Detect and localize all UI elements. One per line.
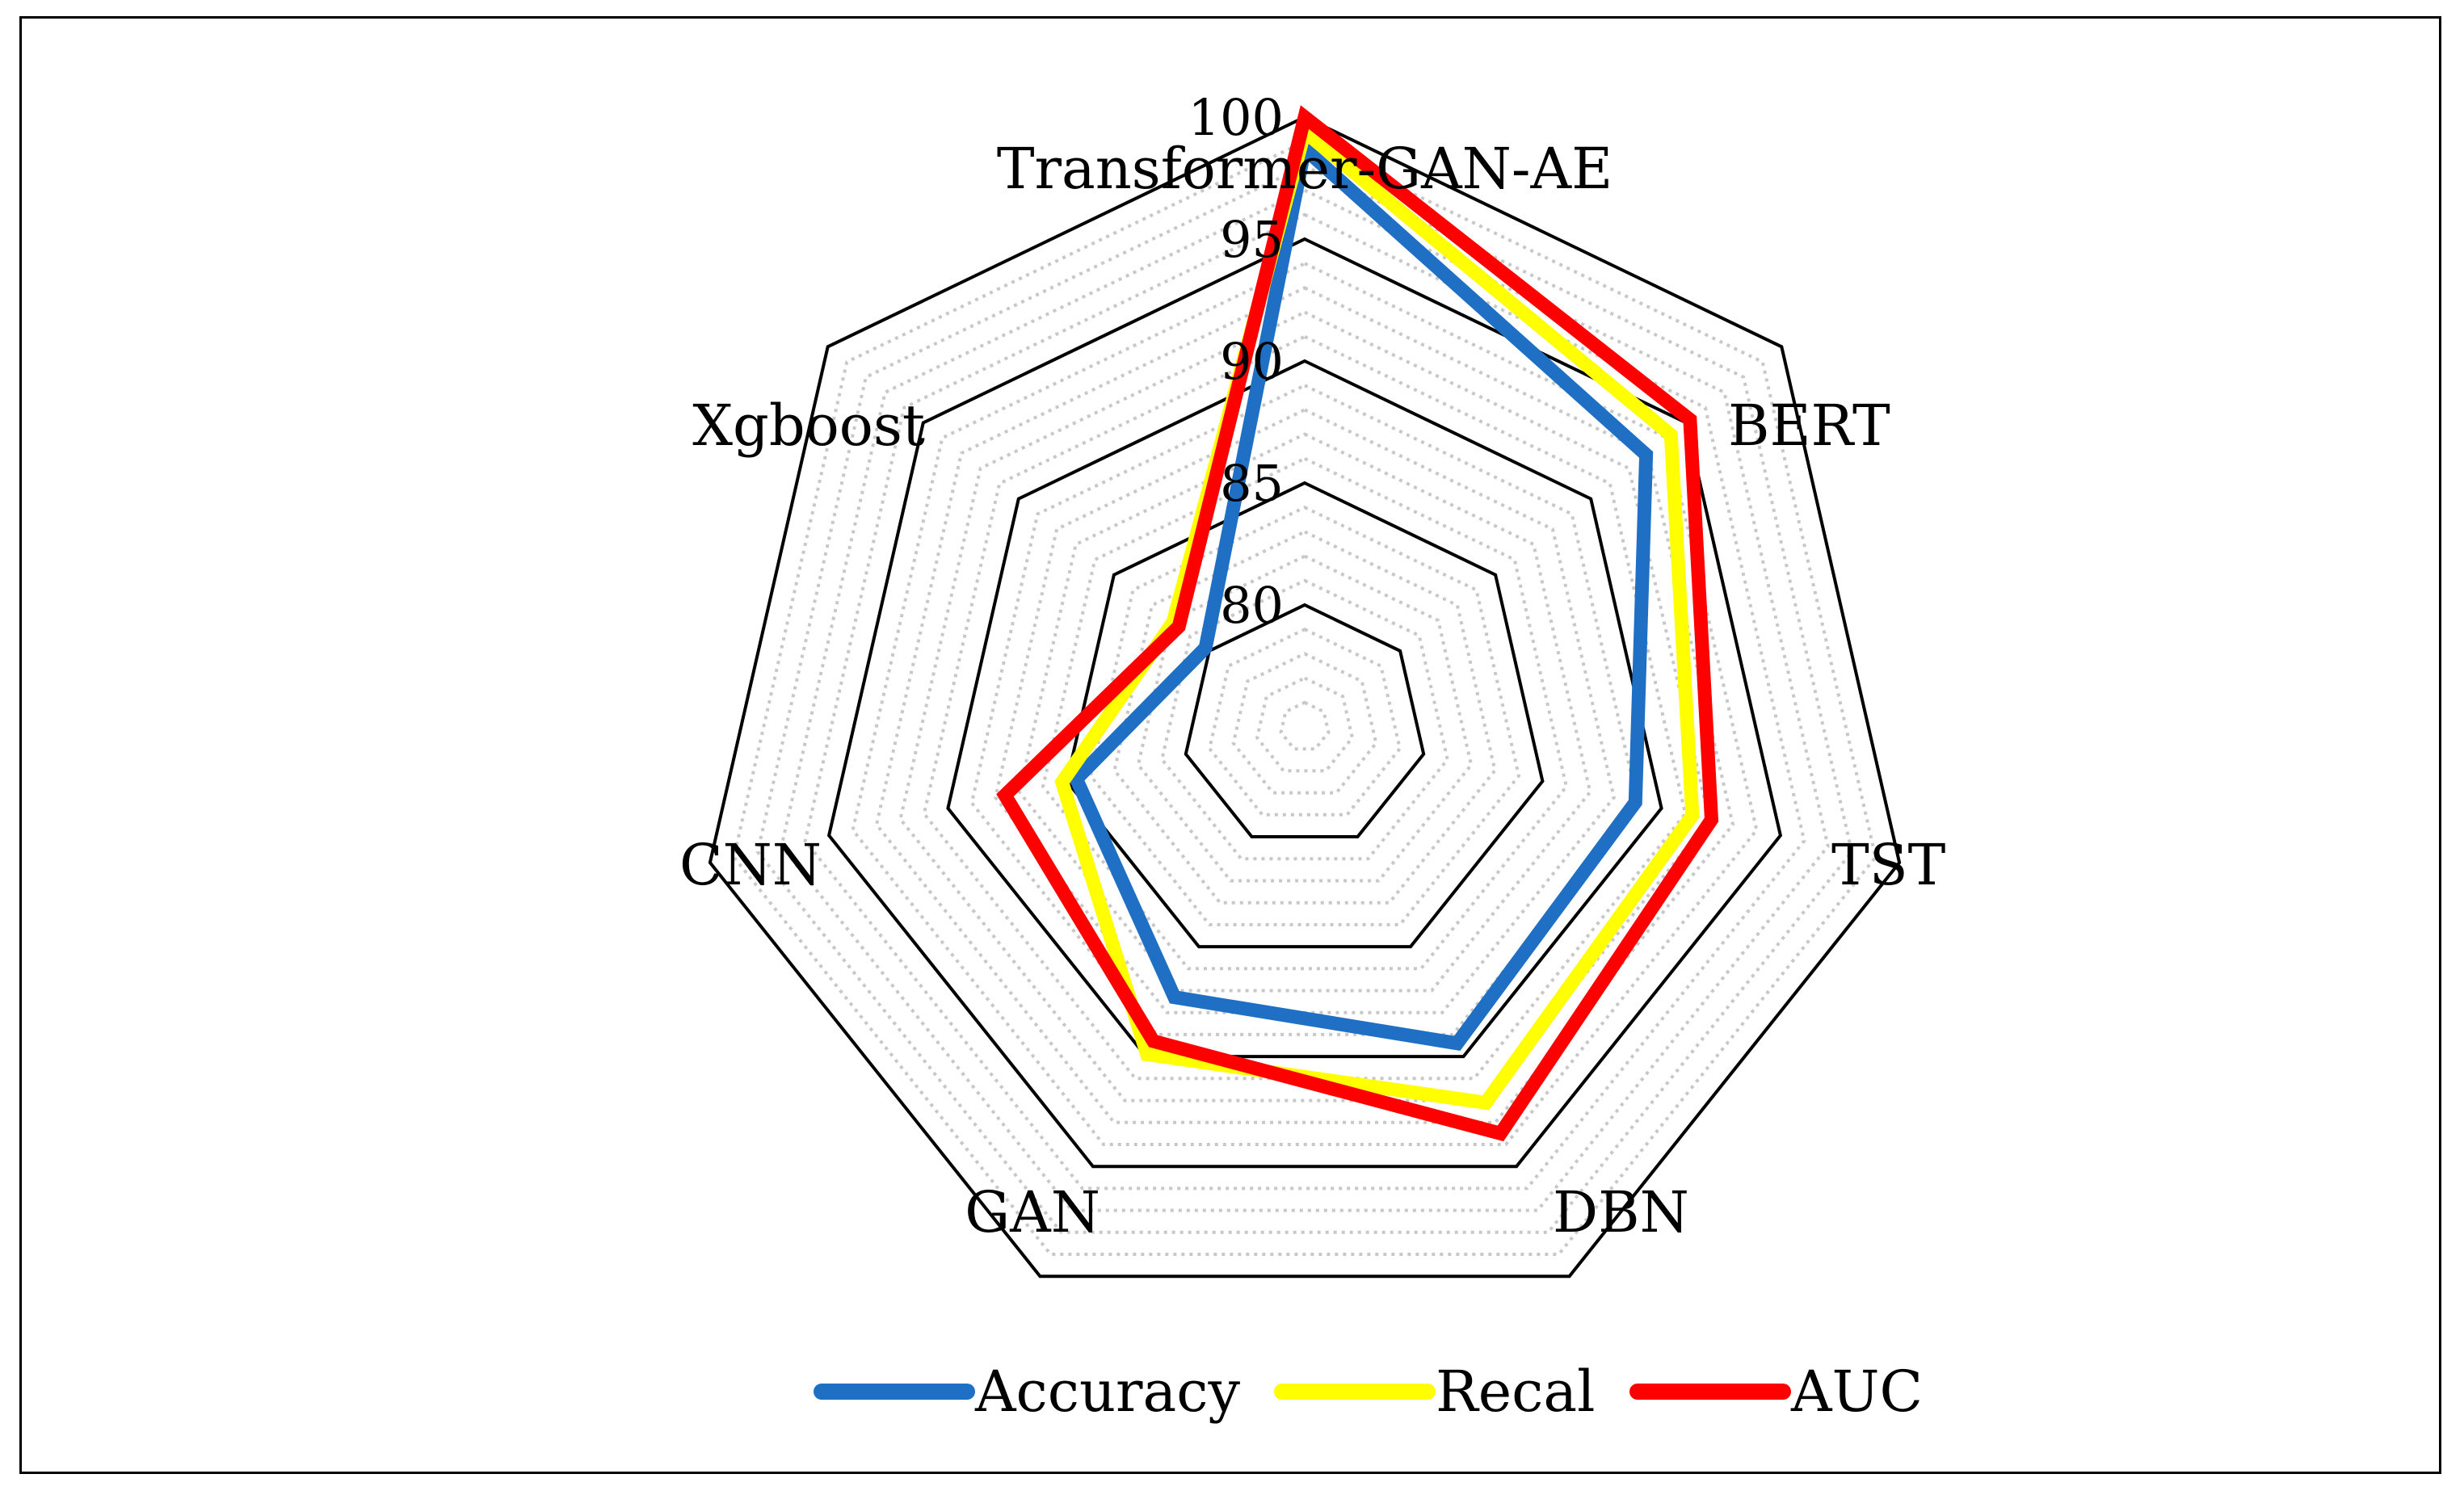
minor-grid-ring: [732, 139, 1877, 1256]
minor-grid-ring: [969, 383, 1640, 1036]
category-label: Transformer-GAN-AE: [997, 136, 1613, 202]
major-grid-ring: [826, 237, 1783, 1169]
tick-labels: 80 85 90 95 100: [1188, 88, 1284, 635]
category-label: BERT: [1728, 393, 1890, 459]
minor-grid-ring: [1255, 676, 1355, 773]
minor-grid-ring: [1160, 578, 1449, 861]
category-labels: Transformer-GAN-AE BERT TST DBN GAN CNN Xgboos…: [679, 136, 1945, 1245]
major-grid-ring: [1065, 481, 1545, 949]
minor-grid-ring: [1088, 505, 1521, 926]
major-grid-ring: [946, 359, 1663, 1059]
major-grid: [708, 115, 1902, 1279]
tick-label: 80: [1220, 576, 1284, 635]
tick-label: 95: [1220, 210, 1284, 269]
chart-frame: 80 85 90 95 100 Transformer-GAN-AE BERT TST DBN…: [19, 16, 2441, 1474]
major-grid-ring: [708, 115, 1902, 1279]
legend: Accuracy Recal AUC: [814, 1359, 1923, 1425]
minor-grid-ring: [1112, 530, 1497, 905]
radar-chart: 80 85 90 95 100 Transformer-GAN-AE BERT TST DBN…: [679, 88, 1945, 1425]
major-grid-ring: [1184, 603, 1426, 838]
tick-label: 85: [1220, 454, 1284, 513]
series-layer: [996, 105, 1719, 1142]
minor-grid-ring: [1208, 627, 1402, 817]
minor-grid-ring: [755, 164, 1854, 1234]
category-label: DBN: [1553, 1179, 1689, 1245]
legend-label: AUC: [1790, 1359, 1923, 1425]
minor-grid-ring: [1231, 652, 1378, 795]
series-line-accuracy: [1068, 136, 1654, 1052]
minor-grid-ring: [803, 212, 1806, 1191]
category-label: Xgboost: [692, 393, 925, 459]
minor-grid-ring: [1041, 456, 1569, 971]
category-label: GAN: [965, 1179, 1100, 1245]
legend-label: Accuracy: [974, 1359, 1240, 1425]
minor-grid-ring: [851, 261, 1759, 1146]
minor-grid-ring: [1017, 432, 1592, 993]
minor-grid-ring: [780, 188, 1830, 1212]
minor-grid-ring: [1279, 700, 1331, 751]
tick-label: 100: [1188, 88, 1284, 147]
series-line-auc: [996, 105, 1719, 1142]
category-label: TST: [1831, 832, 1945, 898]
minor-grid-ring: [898, 310, 1711, 1102]
legend-label: Recal: [1436, 1359, 1595, 1425]
category-label: CNN: [679, 832, 822, 898]
minor-grid-ring: [874, 286, 1735, 1124]
tick-label: 90: [1220, 332, 1284, 391]
